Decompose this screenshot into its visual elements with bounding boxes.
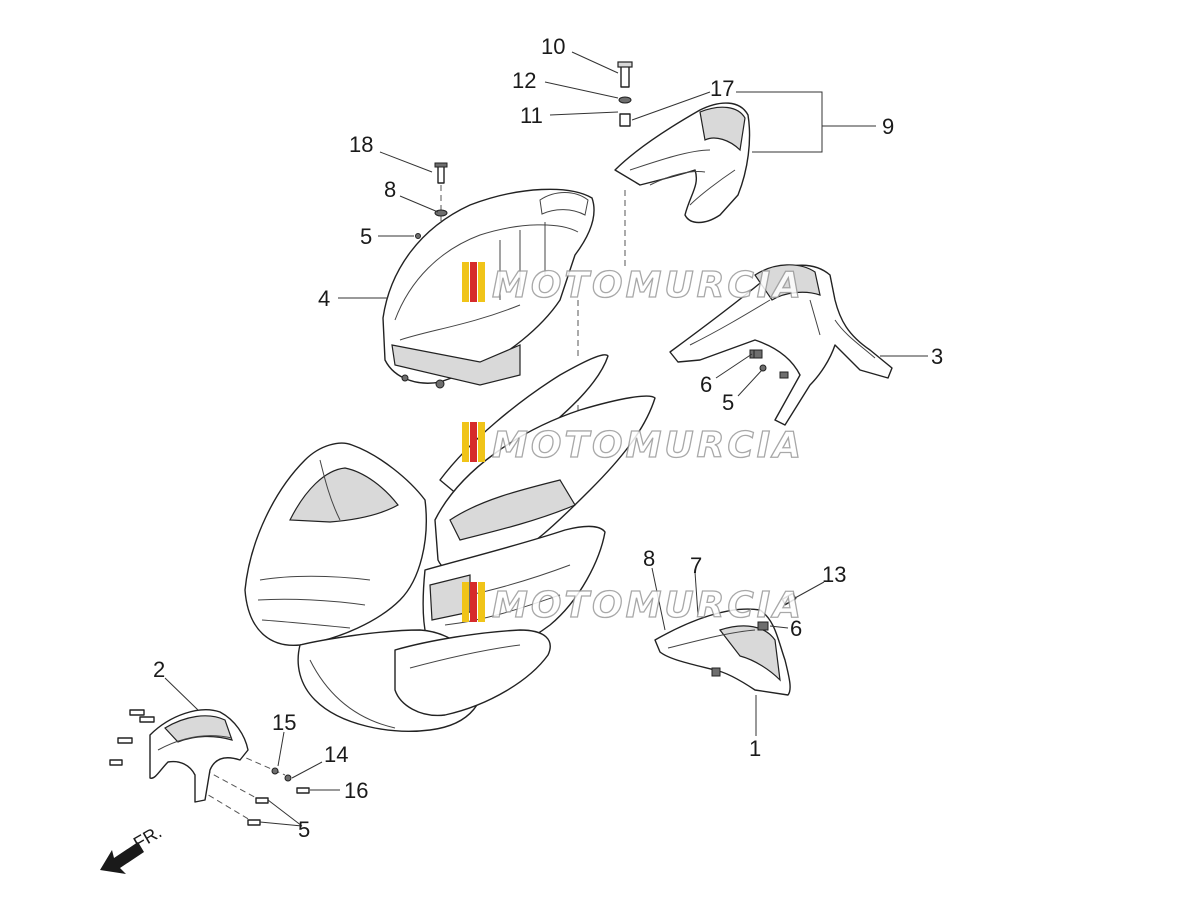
label-17: 17: [710, 76, 734, 101]
label-15: 15: [272, 710, 296, 735]
label-5-bottom: 5: [298, 817, 310, 842]
watermark-1: MOTOMURCIA: [462, 262, 804, 307]
front-shield: [244, 442, 551, 732]
front-direction-indicator: FR.: [100, 822, 165, 874]
leader-lines: [164, 51, 928, 827]
label-2: 2: [153, 657, 165, 682]
label-5-top: 5: [360, 224, 372, 249]
rear-mudguard-part-3: [669, 264, 893, 426]
label-8-lower: 8: [643, 546, 655, 571]
label-6-lower: 6: [790, 616, 802, 641]
label-12: 12: [512, 68, 536, 93]
watermark-text-2: MOTOMURCIA: [492, 425, 804, 466]
watermark-3: MOTOMURCIA: [462, 582, 804, 627]
watermark-group: MOTOMURCIA MOTOMURCIA MOTOMURCIA: [462, 262, 804, 627]
label-8-top: 8: [384, 177, 396, 202]
hardware-fasteners: [109, 61, 797, 826]
label-6-rear: 6: [700, 372, 712, 397]
watermark-text-3: MOTOMURCIA: [492, 585, 804, 626]
rear-inner-fender-part-1: [654, 608, 791, 696]
label-14: 14: [324, 742, 348, 767]
watermark-text-1: MOTOMURCIA: [492, 265, 804, 306]
label-13: 13: [822, 562, 846, 587]
front-mudguard-part-2: [149, 709, 249, 803]
label-3: 3: [931, 344, 943, 369]
label-5-rear: 5: [722, 390, 734, 415]
label-16: 16: [344, 778, 368, 803]
helmet-compartment-part-4: [382, 188, 595, 389]
label-18: 18: [349, 132, 373, 157]
label-4: 4: [318, 286, 330, 311]
side-body-panels: [422, 354, 656, 661]
front-arrow-icon: [100, 842, 144, 874]
label-11: 11: [520, 103, 543, 128]
rear-rack-part-9: [614, 102, 751, 224]
label-1: 1: [749, 736, 761, 761]
part-labels: 10 12 11 17 9 18 8 5 4 6 5 3 8 7 13 6 1 …: [153, 34, 943, 842]
label-10: 10: [541, 34, 565, 59]
label-9: 9: [882, 114, 894, 139]
label-7: 7: [690, 553, 702, 578]
watermark-2: MOTOMURCIA: [462, 422, 804, 467]
